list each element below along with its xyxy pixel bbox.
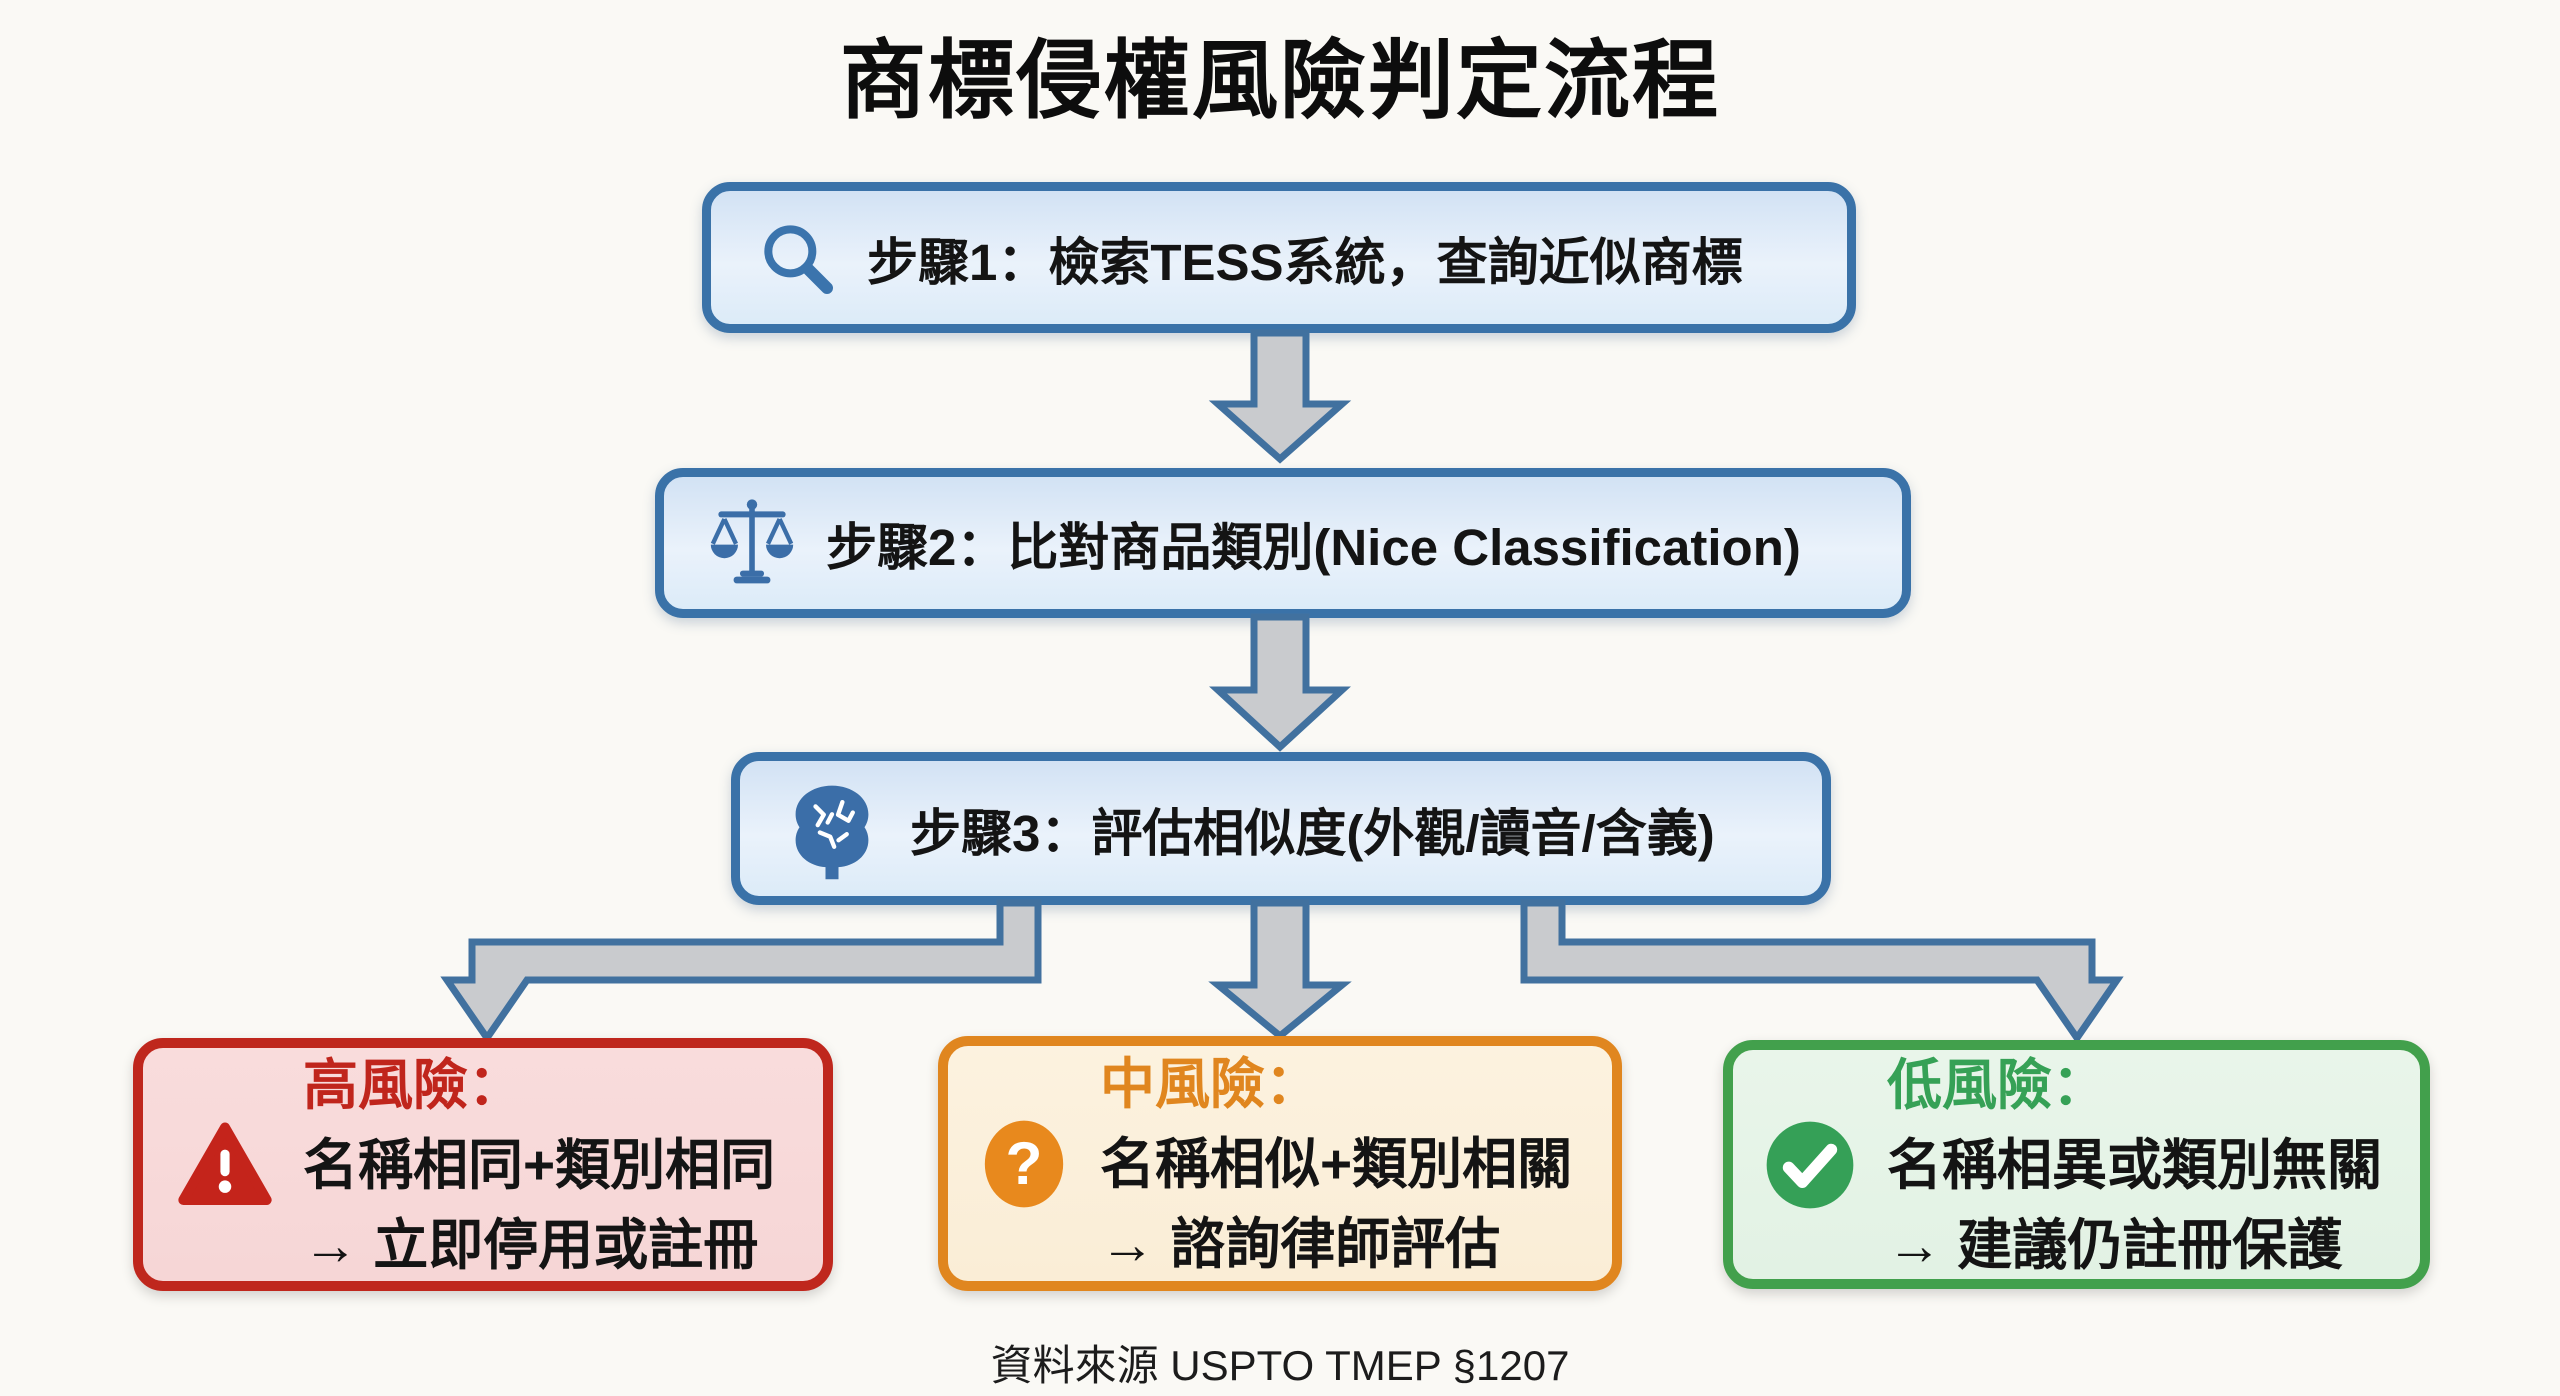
- warning-triangle-icon: [178, 1122, 272, 1205]
- high-risk-heading: 高風險：: [303, 1053, 524, 1116]
- arrow-step3-to-high: [440, 899, 1042, 1045]
- brain-icon: [795, 785, 869, 879]
- step-2-label: 步驟2：比對商品類別(Nice Classification): [826, 519, 1801, 576]
- high-risk-condition: 名稱相同+類別相同: [303, 1133, 776, 1196]
- medium-risk-condition: 名稱相似+類別相關: [1100, 1132, 1573, 1195]
- low-risk-action: → 建議仍註冊保護: [1887, 1213, 2343, 1276]
- scales-icon: [710, 499, 794, 584]
- medium-risk-heading: 中風險：: [1100, 1052, 1321, 1115]
- outcome-high-risk-box: 高風險： 名稱相同+類別相同 → 立即停用或註冊: [133, 1038, 833, 1291]
- page-title: 商標侵權風險判定流程: [840, 33, 1720, 129]
- arrow-step3-to-low: [1520, 899, 2124, 1045]
- step-3-box: 步驟3：評估相似度(外觀/讀音/含義): [731, 752, 1831, 905]
- source-note: 資料來源 USPTO TMEP §1207: [990, 1342, 1570, 1389]
- arrow-step1-to-step2: [1208, 329, 1352, 464]
- question-mark-icon: ?: [984, 1120, 1064, 1207]
- search-icon: [764, 224, 833, 294]
- medium-risk-action: → 諮詢律師評估: [1100, 1212, 1501, 1275]
- arrow-step3-to-medium: [1208, 899, 1352, 1041]
- low-risk-condition: 名稱相異或類別無關: [1887, 1133, 2383, 1196]
- step-1-label: 步驟1：檢索TESS系統，查詢近似商標: [867, 233, 1743, 291]
- step-2-box: 步驟2：比對商品類別(Nice Classification): [655, 468, 1911, 618]
- outcome-medium-risk-box: ? 中風險： 名稱相似+類別相關 → 諮詢律師評估: [938, 1036, 1622, 1291]
- svg-text:?: ?: [1006, 1129, 1043, 1197]
- step-3-label: 步驟3：評估相似度(外觀/讀音/含義): [910, 804, 1715, 862]
- low-risk-heading: 低風險：: [1887, 1053, 2108, 1116]
- step-1-box: 步驟1：檢索TESS系統，查詢近似商標: [702, 182, 1856, 333]
- checkmark-icon: [1766, 1121, 1854, 1208]
- outcome-low-risk-box: 低風險： 名稱相異或類別無關 → 建議仍註冊保護: [1723, 1040, 2430, 1289]
- high-risk-action: → 立即停用或註冊: [303, 1213, 759, 1276]
- arrow-step2-to-step3: [1209, 613, 1351, 752]
